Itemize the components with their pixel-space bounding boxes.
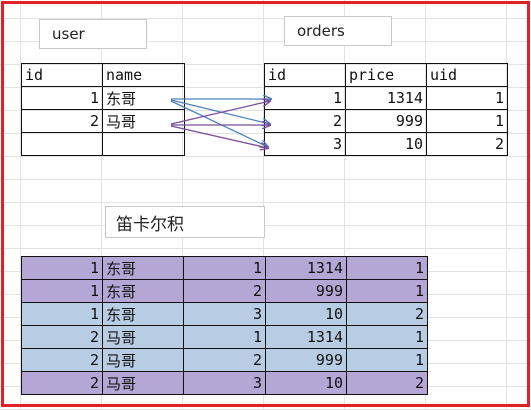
cell-order-price[interactable]: 1314 (265, 325, 347, 349)
user-cell-name[interactable]: 东哥 (102, 86, 185, 110)
cell-order-id[interactable]: 2 (183, 348, 266, 372)
cell-user-name[interactable]: 东哥 (102, 302, 184, 326)
orders-header-price[interactable]: price (345, 63, 427, 87)
orders-cell-id[interactable]: 3 (264, 132, 346, 156)
cell-order-uid[interactable]: 2 (346, 371, 428, 395)
cell-order-uid[interactable]: 1 (346, 325, 428, 349)
cell-order-uid[interactable]: 1 (346, 256, 428, 280)
cell-order-price[interactable]: 10 (265, 371, 347, 395)
user-header-id[interactable]: id (21, 63, 103, 87)
cell-user-id[interactable]: 2 (21, 325, 103, 349)
orders-table-label: orders (284, 16, 392, 46)
cell-order-uid[interactable]: 2 (346, 302, 428, 326)
cell-user-name[interactable]: 马哥 (102, 348, 184, 372)
cartesian-row: 1 东哥 2 999 1 (21, 279, 428, 303)
orders-cell-id[interactable]: 2 (264, 109, 346, 133)
cell-order-price[interactable]: 999 (265, 348, 347, 372)
cell-user-id[interactable]: 2 (21, 371, 103, 395)
arrow-user2-order1 (170, 101, 270, 125)
cell-order-uid[interactable]: 1 (346, 348, 428, 372)
cartesian-product-table: 1 东哥 1 1314 1 1 东哥 2 999 1 1 东哥 3 10 2 2… (21, 256, 428, 395)
user-row-empty (21, 132, 185, 156)
user-table: id name 1 东哥 2 马哥 (21, 63, 185, 156)
orders-row: 2 999 1 (264, 109, 508, 133)
cell-user-name[interactable]: 马哥 (102, 325, 184, 349)
user-cell-name[interactable]: 马哥 (102, 109, 185, 133)
arrow-user2-order3 (170, 125, 268, 148)
cell-user-name[interactable]: 东哥 (102, 256, 184, 280)
cell-order-id[interactable]: 3 (183, 302, 266, 326)
cell-user-name[interactable]: 马哥 (102, 371, 184, 395)
orders-header-id[interactable]: id (264, 63, 346, 87)
orders-cell-uid[interactable]: 1 (426, 86, 508, 110)
orders-header-row: id price uid (264, 63, 508, 87)
user-cell-name[interactable] (102, 132, 185, 156)
cell-order-id[interactable]: 3 (183, 371, 266, 395)
cell-order-uid[interactable]: 1 (346, 279, 428, 303)
cartesian-row: 1 东哥 1 1314 1 (21, 256, 428, 280)
orders-header-uid[interactable]: uid (426, 63, 508, 87)
orders-cell-price[interactable]: 999 (345, 109, 427, 133)
cell-order-id[interactable]: 1 (183, 256, 266, 280)
arrow-user1-order3 (170, 100, 268, 147)
orders-row: 3 10 2 (264, 132, 508, 156)
cell-user-id[interactable]: 1 (21, 302, 103, 326)
user-cell-id[interactable] (21, 132, 103, 156)
cell-order-id[interactable]: 2 (183, 279, 266, 303)
orders-cell-uid[interactable]: 2 (426, 132, 508, 156)
user-header-row: id name (21, 63, 185, 87)
cell-user-id[interactable]: 1 (21, 279, 103, 303)
cell-order-id[interactable]: 1 (183, 325, 266, 349)
cartesian-product-label: 笛卡尔积 (105, 206, 265, 238)
orders-cell-price[interactable]: 10 (345, 132, 427, 156)
cell-order-price[interactable]: 999 (265, 279, 347, 303)
cell-user-name[interactable]: 东哥 (102, 279, 184, 303)
user-cell-id[interactable]: 2 (21, 109, 103, 133)
cartesian-row: 2 马哥 3 10 2 (21, 371, 428, 395)
user-table-label: user (39, 19, 147, 49)
user-row: 2 马哥 (21, 109, 185, 133)
user-row: 1 东哥 (21, 86, 185, 110)
cell-order-price[interactable]: 1314 (265, 256, 347, 280)
cell-user-id[interactable]: 1 (21, 256, 103, 280)
cartesian-row: 1 东哥 3 10 2 (21, 302, 428, 326)
cell-user-id[interactable]: 2 (21, 348, 103, 372)
cell-order-price[interactable]: 10 (265, 302, 347, 326)
orders-cell-id[interactable]: 1 (264, 86, 346, 110)
cartesian-row: 2 马哥 1 1314 1 (21, 325, 428, 349)
cartesian-row: 2 马哥 2 999 1 (21, 348, 428, 372)
orders-cell-uid[interactable]: 1 (426, 109, 508, 133)
orders-table: id price uid 1 1314 1 2 999 1 3 10 2 (264, 63, 508, 156)
